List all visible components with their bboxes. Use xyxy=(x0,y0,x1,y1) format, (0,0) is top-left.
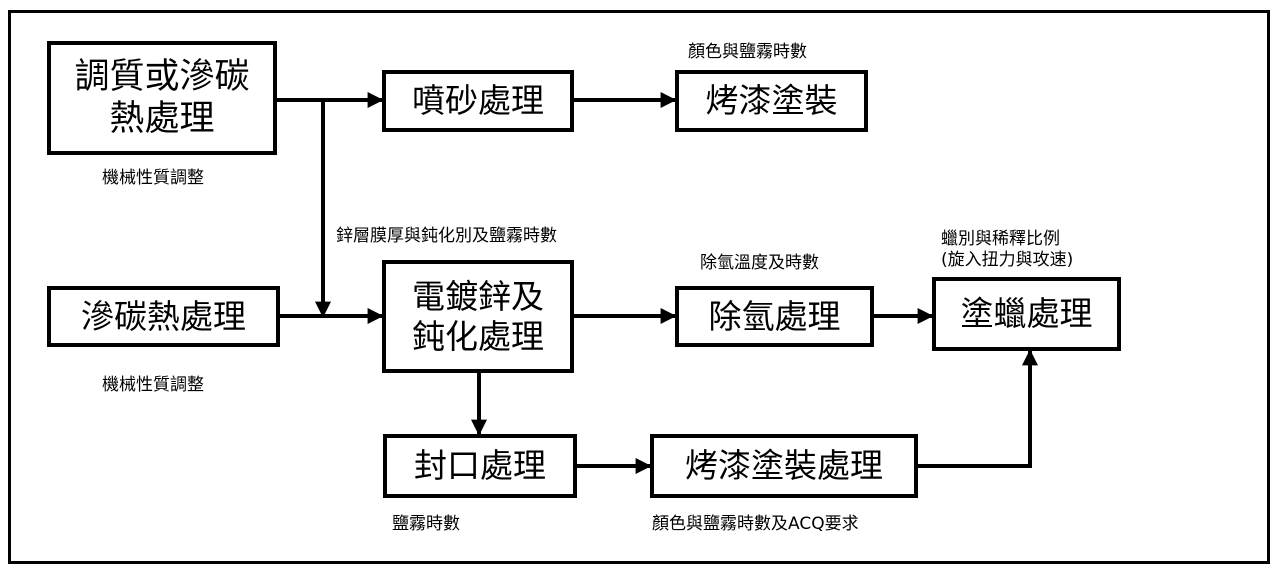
box-carburize-heat-treatment: 滲碳熱處理 xyxy=(47,286,280,347)
box-paint-bottom: 烤漆塗裝處理 xyxy=(650,434,918,498)
label-carburize-note: 機械性質調整 xyxy=(102,375,204,395)
box-sandblast: 噴砂處理 xyxy=(382,70,574,132)
box-zinc-plating-passivation: 電鍍鋅及 鈍化處理 xyxy=(382,260,574,373)
box-paint-top: 烤漆塗裝 xyxy=(675,70,868,132)
label-paint-top-note: 顏色與鹽霧時數 xyxy=(688,42,807,62)
box-wax-coating: 塗蠟處理 xyxy=(932,277,1121,351)
label-zinc-note: 鋅層膜厚與鈍化別及鹽霧時數 xyxy=(336,226,557,246)
box-sealing: 封口處理 xyxy=(383,434,577,498)
box-quench-carburize-heat-treatment: 調質或滲碳 熱處理 xyxy=(47,41,277,155)
label-dehydrogen-note: 除氫溫度及時數 xyxy=(700,253,819,273)
label-seal-note: 鹽霧時數 xyxy=(392,514,460,534)
label-wax-note-1: 蠟別與稀釋比例 xyxy=(941,229,1060,249)
box-dehydrogenation: 除氫處理 xyxy=(675,286,874,347)
label-paint-bottom-note: 顏色與鹽霧時數及ACQ要求 xyxy=(652,514,859,534)
label-quench-note: 機械性質調整 xyxy=(102,168,204,188)
arrow-paint-to-wax xyxy=(918,349,1038,468)
label-wax-note-2: (旋入扭力與攻速) xyxy=(941,250,1074,270)
